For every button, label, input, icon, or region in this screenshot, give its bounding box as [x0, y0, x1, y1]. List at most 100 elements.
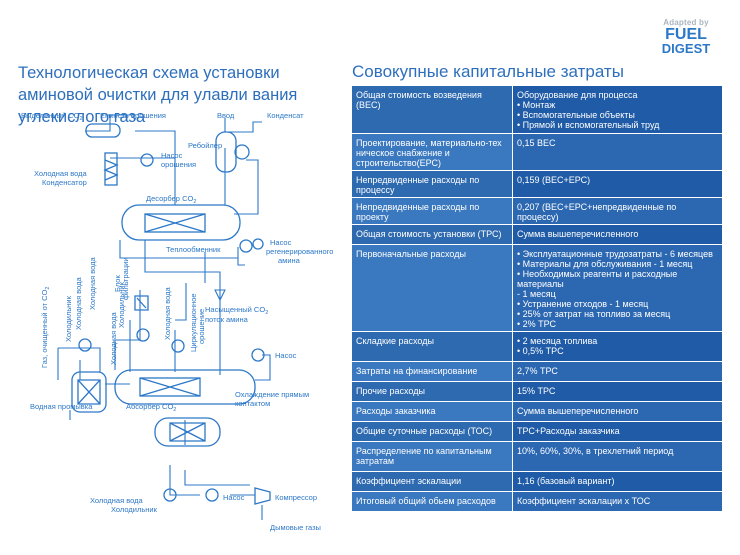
reboiler-heater-icon [234, 144, 250, 160]
regen-pump-icon [252, 238, 264, 250]
filter-icon [134, 295, 149, 311]
desorber-packing-cross-icon [144, 213, 206, 233]
cost-item-cell: Итоговый общий обьем расходов [351, 491, 513, 512]
cost-value-line: 1,16 (базовый вариант) [517, 476, 615, 486]
cost-value-line: - 1 месяц [517, 289, 556, 299]
pump-bottom-icon [205, 488, 219, 502]
cost-item-cell: Затраты на финансирование [351, 361, 513, 382]
cost-value-cell: 10%, 60%, 30%, в трехлетний период [512, 441, 723, 472]
water-wash-column-icon [71, 371, 107, 413]
table-row: Складкие расходы• 2 месяца топлива• 0,5%… [351, 331, 723, 362]
pipe-filter [114, 290, 141, 370]
cost-item-cell: Общая стоимость установки (ТРС) [351, 224, 513, 245]
cost-value-line: • 2% ТРС [517, 319, 557, 329]
label-direct-cool-1: Охлаждение прямым [235, 390, 309, 399]
table-row: Общая стоимость установки (ТРС)Сумма выш… [351, 224, 723, 245]
logo-digest-text: DIGEST [661, 41, 711, 56]
label-cooling-water-5: Холодная вода [163, 286, 172, 340]
table-row: Проектирование, материально-тех ническое… [351, 133, 723, 171]
label-condenser: Конденсатор [42, 178, 87, 187]
cooler-left-icon [78, 338, 92, 352]
cost-value-line: Сумма вышеперечисленного [517, 406, 639, 416]
label-regen-pump-3: амина [278, 256, 301, 265]
label-water-wash: Водная промывка [30, 402, 93, 411]
desorber-column-icon [121, 204, 241, 241]
label-co2-out: Выделенный CO2 [21, 111, 83, 122]
cost-value-line: • 25% от затрат на топливо за месяц [517, 309, 671, 319]
reflux-pump-icon [140, 153, 154, 167]
cost-value-line: • Монтаж [517, 100, 556, 110]
pipe-bottom [169, 465, 255, 496]
label-cooling-water-2: Холодная вода [74, 276, 83, 330]
label-pump: Насос [275, 351, 297, 360]
cost-item-cell: Первоначальные расходы [351, 244, 513, 332]
label-compressor: Компрессор [275, 493, 317, 502]
label-cooler-mid: Холодильник [117, 281, 126, 328]
cost-value-line: 10%, 60%, 30%, в трехлетний период [517, 446, 674, 456]
label-absorber: Абсорбер CO2 [126, 402, 176, 413]
cost-value-line: • Вспомогательные объекты [517, 110, 635, 120]
label-filter-1: Блок [113, 275, 122, 292]
table-row: Расходы заказчика Сумма вышеперечисленног… [351, 401, 723, 422]
absorber-column-icon [114, 369, 256, 405]
pipe-abs-out [255, 354, 271, 381]
cost-item-cell: Проектирование, материально-тех ническое… [351, 133, 513, 171]
cost-item-cell: Распределение по капитальным затратам [351, 441, 513, 472]
cost-value-line: Коэффициент эскалации х ТОС [517, 496, 651, 506]
label-pump-bottom: Насос [223, 493, 245, 502]
label-reboiler: Ребойлер [188, 141, 222, 150]
absorber-packing-icon [139, 377, 201, 397]
cost-value-line: 0,159 (ВЕС+ЕРС) [517, 175, 591, 185]
reboiler-icon [215, 131, 237, 173]
label-circ-2: орошение [197, 309, 206, 344]
pipe-water-wash [69, 383, 130, 420]
cost-value-cell: • Эксплуатационные трудозатраты - 6 меся… [512, 244, 723, 332]
cost-value-line: 15% ТРС [517, 386, 556, 396]
cooler-bottom-icon [163, 488, 177, 502]
cost-value-line: 0,15 ВЕС [517, 138, 556, 148]
cooler-mid-icon [136, 328, 150, 342]
logo-fuel-text: FUEL [665, 26, 707, 43]
pipe-lean-amine [119, 240, 245, 266]
cost-item-cell: Общая стоимость возведения (ВЕС) [351, 85, 513, 134]
label-reflux-pump-1: Насос [161, 151, 183, 160]
cost-value-line: • 2 месяца топлива [517, 336, 598, 346]
cost-item-cell: Расходы заказчика [351, 401, 513, 422]
table-row: Общие суточные расходы (ТОС)ТРС+Расходы … [351, 421, 723, 442]
label-rich-amine-2: поток амина [205, 315, 249, 324]
dcc-column-icon [154, 417, 221, 447]
cost-value-line: • Прямой и вспомогательный труд [517, 120, 660, 130]
label-co2-free-gas: Газ, очищенный от CO2 [40, 287, 51, 368]
label-cooler-left: Холодильник [64, 295, 73, 342]
label-condensate: Конденсат [267, 111, 304, 120]
cost-value-line: ТРС+Расходы заказчика [517, 426, 620, 436]
table-row: Первоначальные расходы• Эксплуатационные… [351, 244, 723, 332]
table-title: Совокупные капитальные затраты [352, 62, 624, 81]
heat-exchanger-icon [239, 239, 253, 253]
cost-value-line: 0,207 (ВЕС+ЕРС+непредвиденные по процесс… [517, 202, 677, 222]
cost-value-line: • Устранение отходов - 1 месяц [517, 299, 649, 309]
cost-value-cell: Сумма вышеперечисленного [512, 224, 723, 245]
cost-value-cell: • 2 месяца топлива• 0,5% ТРС [512, 331, 723, 362]
condenser-icon [104, 152, 118, 186]
cost-item-cell: Непредвиденные расходы по проекту [351, 197, 513, 225]
label-direct-cool-2: контактом [235, 399, 270, 408]
absorber-packing-cross-icon [139, 377, 201, 397]
label-regen-pump-2: регенерированного [266, 247, 333, 256]
diagram-title: Технологическая схема установки аминовой… [18, 64, 298, 126]
label-flue-gas: Дымовые газы [270, 523, 321, 532]
pipe-reboiler [224, 148, 259, 215]
logo-adapted-text: Adapted by [663, 18, 709, 27]
label-circ-1: Циркуляционное [189, 293, 198, 352]
cost-value-line: Оборудование для процесса [517, 90, 638, 100]
cost-value-cell: 2,7% ТРС [512, 361, 723, 382]
label-regen-pump-1: Насос [270, 238, 292, 247]
label-cooling-water-1: Холодная вода [34, 169, 88, 178]
cooler-circ-icon [171, 339, 185, 353]
table-row: Общая стоимость возведения (ВЕС) Оборудов… [351, 85, 723, 134]
pipe-reflux [85, 114, 176, 159]
reflux-tank-icon [85, 123, 121, 138]
table-row: Распределение по капитальным затратам 10%… [351, 441, 723, 472]
